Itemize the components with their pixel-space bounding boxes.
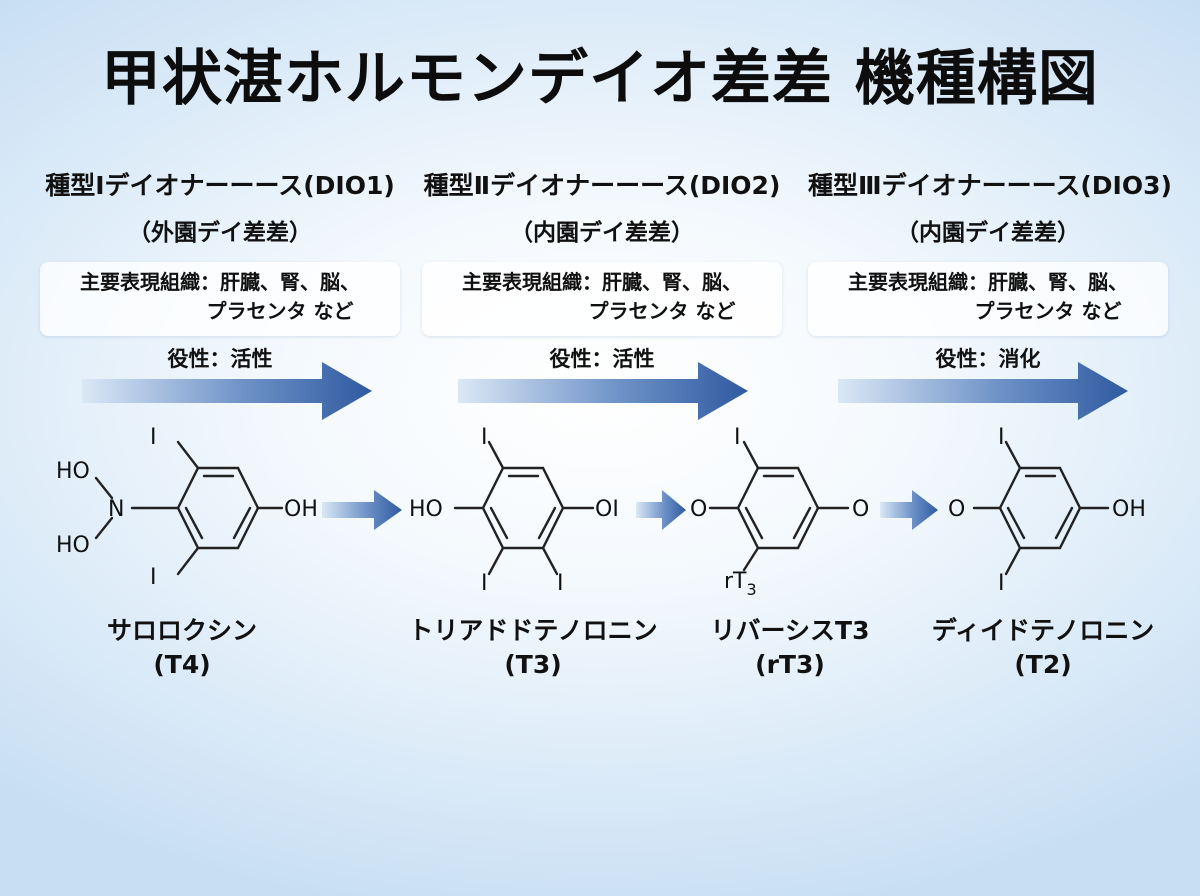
compound-name: サロロクシン [106,616,257,645]
compound-t3: トリアドドテノロニン (T3) [388,614,678,682]
compound-t2: ディイドテノロニン (T2) [908,614,1178,682]
tissue-line-2: プラセンタ など [206,299,354,323]
arrow-right-icon [458,362,748,420]
enzyme-subtitle: （外園デイ差差） [128,220,312,246]
hydroxyl-label: OH [284,497,318,522]
oxygen-label: O [690,497,707,522]
enzyme-subtitle: （内園デイ差差） [510,220,694,246]
reaction-arrow-icon [322,490,402,530]
tissue-line-1: 主要表現組織：肝臓、腎、脳、 [848,270,1128,294]
tissue-box: 主要表現組織：肝臓、腎、脳、 プラセンタ など [808,262,1168,336]
tissue-box: 主要表現組織：肝臓、腎、脳、 プラセンタ など [422,262,782,336]
molecule-rt3: I O O rT3 [688,420,888,609]
enzyme-dio3: 種型Ⅲデイオナーーース(DIO3) （内園デイ差差） 主要表現組織：肝臓、腎、脳… [808,168,1172,374]
hydroxyl-label: HO [409,497,443,522]
enzyme-dio2: 種型Ⅱデイオナーーース(DIO2) （内園デイ差差） 主要表現組織：肝臓、腎、脳… [422,168,782,374]
oxygen-label: O [852,497,869,522]
tissue-line-1: 主要表現組織：肝臓、腎、脳、 [462,270,742,294]
enzyme-role: 役性：活性 [167,347,273,371]
compound-rt3: リバーシスT3 (rT3) [690,614,890,682]
compound-abbr: (T4) [153,650,211,679]
tissue-line-1: 主要表現組織：肝臓、腎、脳、 [80,270,360,294]
iodine-label: I [557,571,564,596]
compound-abbr: (T2) [1014,650,1072,679]
tissue-box: 主要表現組織：肝臓、腎、脳、 プラセンタ など [40,262,400,336]
molecule-t4: I I N HO HO OH [50,420,320,604]
compound-abbr: (rT3) [755,650,825,679]
enzyme-name: 種型Ⅲデイオナーーース(DIO3) [808,171,1172,200]
iodine-label: I [481,571,488,596]
tissue-line-2: プラセンタ など [588,299,736,323]
iodine-label: I [481,425,488,450]
enzyme-name: 種型Ⅱデイオナーーース(DIO2) [423,171,781,200]
oxygen-iodine-label: OI [595,497,619,522]
hydroxyl-label: HO [56,533,90,558]
nitrogen-label: N [108,497,124,522]
arrow-right-icon [82,362,372,420]
iodine-label: I [150,565,157,590]
compound-name: リバーシスT3 [710,616,870,645]
enzyme-dio1: 種型Ⅰデイオナーーース(DIO1) （外園デイ差差） 主要表現組織：肝臓、腎、脳… [40,168,400,374]
iodine-label: I [998,571,1005,596]
compound-abbr: (T3) [504,650,562,679]
enzyme-role: 役性：活性 [549,347,655,371]
page-title: 甲状湛ホルモンデイオ差差 機種構図 [101,44,1099,114]
hydroxyl-label: HO [56,459,90,484]
hydroxyl-label: OH [1112,497,1146,522]
iodine-label: I [998,425,1005,450]
tissue-line-2: プラセンタ など [974,299,1122,323]
iodine-label: I [150,425,157,450]
iodine-label: I [734,425,741,450]
oxygen-label: O [948,497,965,522]
compound-name: ディイドテノロニン [931,616,1155,645]
molecule-t2: I O OH I [944,420,1184,604]
rt3-label: rT3 [724,569,757,599]
reaction-arrow-icon [880,490,938,530]
molecule-t3: I HO OI I I [405,420,645,604]
enzyme-subtitle: （内園デイ差差） [896,220,1080,246]
enzyme-name: 種型Ⅰデイオナーーース(DIO1) [45,171,395,200]
arrow-right-icon [838,362,1128,420]
enzyme-role: 役性：消化 [935,347,1041,371]
reaction-arrow-icon [636,490,686,530]
compound-name: トリアドドテノロニン [408,616,658,645]
compound-t4: サロロクシン (T4) [72,614,292,682]
